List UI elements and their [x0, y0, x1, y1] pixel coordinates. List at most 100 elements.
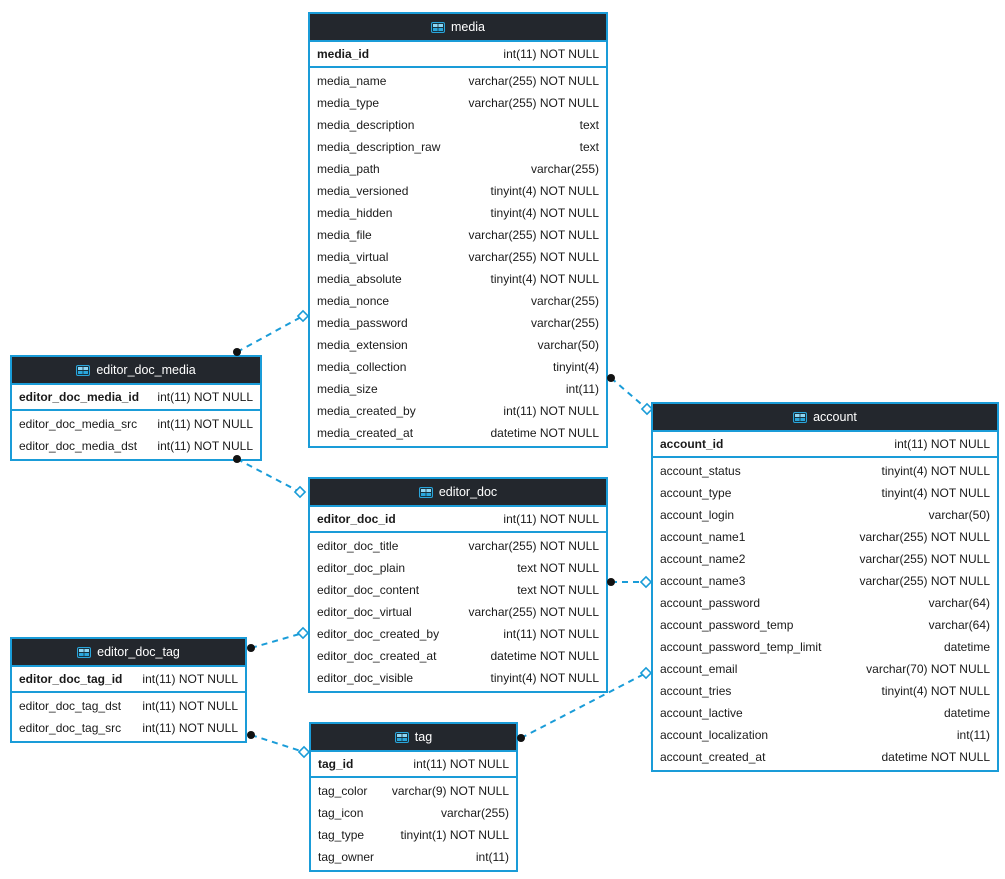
column-name: account_tries — [660, 684, 732, 698]
primary-key-row[interactable]: editor_doc_id int(11) NOT NULL — [310, 507, 606, 533]
table-editor_doc_media[interactable]: editor_doc_media editor_doc_media_id int… — [10, 355, 262, 461]
column-row[interactable]: media_virtual varchar(255) NOT NULL — [310, 246, 606, 268]
column-name: media_collection — [317, 360, 407, 374]
primary-key-row[interactable]: account_id int(11) NOT NULL — [653, 432, 997, 458]
column-row[interactable]: account_type tinyint(4) NOT NULL — [653, 482, 997, 504]
column-type: varchar(255) NOT NULL — [468, 96, 600, 110]
column-name: media_created_by — [317, 404, 416, 418]
column-name: tag_id — [318, 757, 354, 771]
column-name: editor_doc_id — [317, 512, 396, 526]
table-editor_doc[interactable]: editor_doc editor_doc_id int(11) NOT NUL… — [308, 477, 608, 693]
table-header[interactable]: tag — [311, 724, 516, 752]
primary-key-row[interactable]: editor_doc_tag_id int(11) NOT NULL — [12, 667, 245, 693]
column-type: tinyint(4) NOT NULL — [490, 206, 599, 220]
table-editor_doc_tag[interactable]: editor_doc_tag editor_doc_tag_id int(11)… — [10, 637, 247, 743]
table-media[interactable]: media media_id int(11) NOT NULL media_na… — [308, 12, 608, 448]
column-type: int(11) NOT NULL — [503, 47, 599, 61]
column-name: account_password_temp_limit — [660, 640, 822, 654]
column-name: media_path — [317, 162, 380, 176]
table-header[interactable]: editor_doc_tag — [12, 639, 245, 667]
column-name: account_email — [660, 662, 738, 676]
column-name: editor_doc_created_at — [317, 649, 437, 663]
column-name: media_name — [317, 74, 387, 88]
column-type: int(11) NOT NULL — [157, 390, 253, 404]
column-type: tinyint(4) NOT NULL — [490, 671, 599, 685]
column-name: media_absolute — [317, 272, 402, 286]
column-name: media_nonce — [317, 294, 390, 308]
column-name: editor_doc_media_dst — [19, 439, 138, 453]
table-account[interactable]: account account_id int(11) NOT NULL acco… — [651, 402, 999, 772]
table-header[interactable]: account — [653, 404, 997, 432]
primary-key-row[interactable]: tag_id int(11) NOT NULL — [311, 752, 516, 778]
table-title: editor_doc_tag — [97, 645, 180, 659]
column-name: media_virtual — [317, 250, 389, 264]
primary-key-row[interactable]: media_id int(11) NOT NULL — [310, 42, 606, 68]
table-header[interactable]: media — [310, 14, 606, 42]
column-name: media_extension — [317, 338, 408, 352]
column-type: tinyint(4) NOT NULL — [881, 486, 990, 500]
column-name: tag_type — [318, 828, 365, 842]
column-name: account_lactive — [660, 706, 743, 720]
column-row[interactable]: account_password_temp_limit datetime — [653, 636, 997, 658]
column-type: text NOT NULL — [517, 561, 599, 575]
column-type: varchar(255) NOT NULL — [468, 250, 600, 264]
column-name: editor_doc_media_id — [19, 390, 140, 404]
column-type: datetime NOT NULL — [490, 426, 600, 440]
column-type: varchar(9) NOT NULL — [391, 784, 509, 798]
column-name: account_type — [660, 486, 732, 500]
column-name: editor_doc_title — [317, 539, 399, 553]
column-type: int(11) NOT NULL — [413, 757, 509, 771]
primary-key-row[interactable]: editor_doc_media_id int(11) NOT NULL — [12, 385, 260, 411]
table-header[interactable]: editor_doc — [310, 479, 606, 507]
column-type: datetime — [943, 640, 990, 654]
table-title: editor_doc — [438, 485, 498, 499]
column-type: datetime NOT NULL — [881, 750, 991, 764]
table-header[interactable]: editor_doc_media — [12, 357, 260, 385]
